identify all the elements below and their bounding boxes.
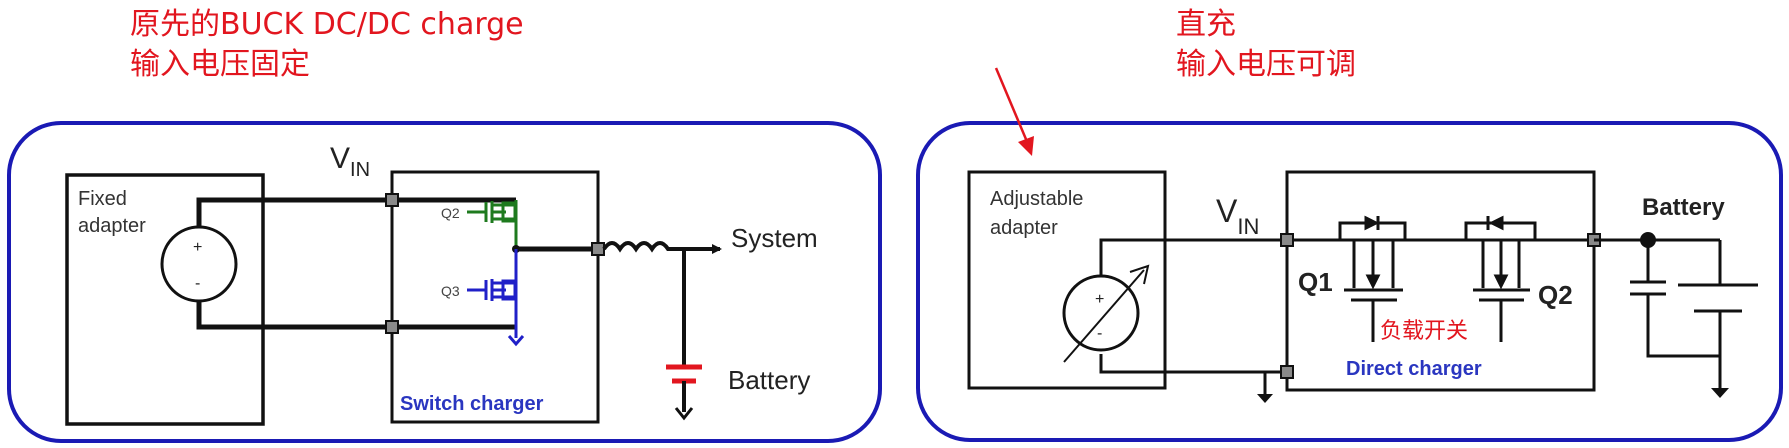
switch-charger-label: Switch charger — [400, 393, 544, 415]
right-vin-terminal-node — [1280, 233, 1294, 247]
battery-cell-icon — [1678, 240, 1758, 390]
adjustable-adapter-label-line2: adapter — [990, 217, 1058, 239]
right-gnd-terminal-node — [1280, 365, 1294, 379]
q2-right-mosfet-icon — [1464, 215, 1537, 342]
source-plus: + — [193, 239, 202, 256]
direct-charger-box — [1285, 170, 1596, 392]
right-battery-label: Battery — [1642, 194, 1725, 221]
q1-mosfet-icon — [1338, 215, 1407, 342]
right-vin-label: VIN — [1216, 193, 1259, 239]
inductor-icon — [602, 241, 684, 253]
adj-source-plus: + — [1095, 291, 1104, 308]
gnd-bottom-wire — [196, 301, 516, 330]
capacitor-icon — [1630, 240, 1720, 358]
vin-terminal-node — [385, 193, 399, 207]
q3-mosfet-icon — [467, 249, 525, 347]
left-panel: Fixed adapter + - VIN Switch charger Q2 — [7, 121, 882, 443]
adjustable-adapter-label-line1: Adjustable — [990, 188, 1083, 210]
pointer-arrow-line — [994, 67, 1030, 145]
system-label: System — [731, 223, 818, 253]
left-title-line1: 原先的BUCK DC/DC charge — [130, 7, 524, 42]
battery-ground-icon — [674, 407, 694, 421]
vin-top-wire — [196, 197, 516, 227]
sw-terminal-node — [591, 242, 605, 256]
q1-label: Q1 — [1298, 267, 1333, 297]
gnd-terminal-node — [385, 320, 399, 334]
right-title-line2: 输入电压可调 — [1176, 47, 1356, 82]
vin-label: VIN — [330, 142, 370, 181]
right-panel-border — [916, 121, 1783, 442]
right-ground-icon — [1257, 394, 1273, 403]
fixed-adapter-label-line2: adapter — [78, 215, 146, 237]
right-title-line1: 直充 — [1176, 7, 1236, 42]
load-switch-note: 负载开关 — [1380, 319, 1468, 344]
right-panel: Adjustable adapter + - VIN Direct charge… — [916, 67, 1783, 442]
fixed-adapter-label-line1: Fixed — [78, 188, 127, 210]
direct-charger-label: Direct charger — [1346, 358, 1482, 380]
pointer-arrow-head-icon — [1018, 136, 1034, 156]
left-title-line2: 输入电压固定 — [130, 47, 310, 82]
switch-charger-box — [390, 170, 600, 424]
q2-right-label: Q2 — [1538, 280, 1573, 310]
adjustable-adapter-box — [967, 170, 1167, 390]
adjustable-voltage-source-icon — [1062, 274, 1140, 352]
left-panel-border — [7, 121, 882, 443]
q2-mosfet-icon — [467, 200, 518, 249]
battery-label: Battery — [728, 365, 810, 395]
adjustable-arrow-line — [1063, 269, 1145, 363]
q2-label: Q2 — [441, 205, 460, 221]
fixed-adapter-box — [65, 173, 265, 426]
right-battery-ground-icon — [1711, 388, 1729, 398]
adjustable-arrow-head — [1129, 264, 1150, 285]
q3-label: Q3 — [441, 283, 460, 299]
right-gnd-wire — [1099, 354, 1287, 374]
source-minus: - — [195, 275, 200, 292]
right-vin-wire — [1099, 238, 1287, 275]
adj-source-minus: - — [1097, 325, 1102, 342]
